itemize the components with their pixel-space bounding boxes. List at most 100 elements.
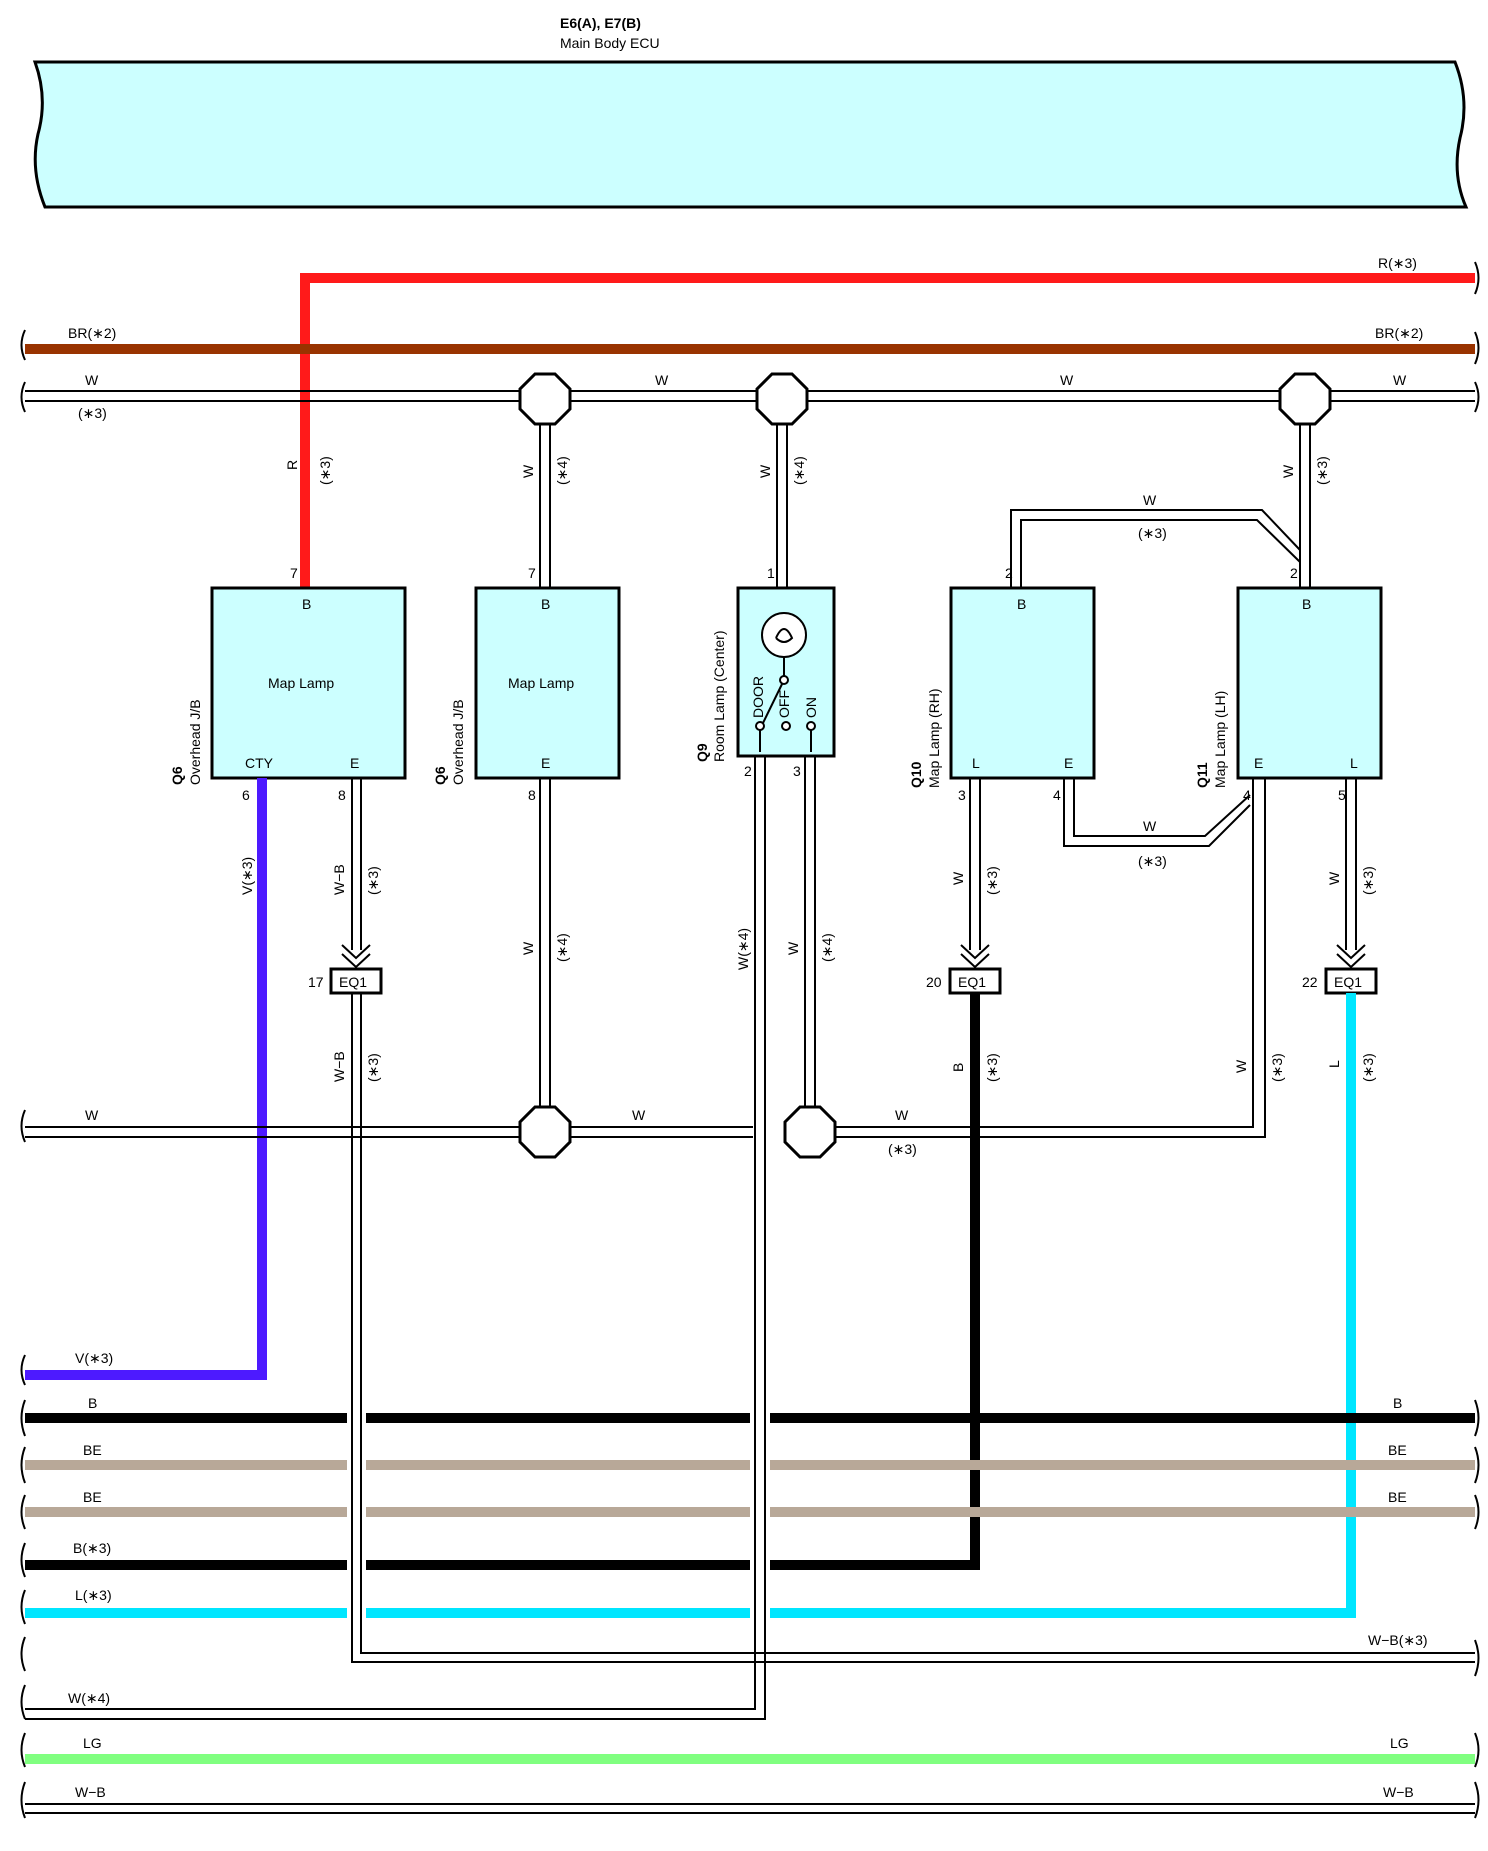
label-lg-left: LG: [83, 1735, 102, 1751]
eq1-connector-22: [1324, 967, 1378, 995]
junction-top-2: [755, 372, 809, 426]
q9-switch-door: DOOR: [750, 676, 766, 718]
q11-pin-e: E: [1254, 755, 1263, 771]
q11-num-l: 5: [1338, 787, 1346, 803]
wire-w-q6b-e: [539, 778, 551, 1118]
q6a-num-top: 7: [290, 565, 298, 581]
label-l-vertical: L: [1326, 1060, 1342, 1068]
label-star3-b-vertical: (∗3): [984, 1053, 1000, 1082]
q6-map-lamp-b: [474, 586, 621, 780]
label-b-right: B: [1393, 1395, 1402, 1411]
q6b-num-e: 8: [528, 787, 536, 803]
eq1-connector-20: [948, 967, 1002, 995]
label-w-drop-2: W: [757, 464, 773, 478]
q6b-num-top: 7: [528, 565, 536, 581]
label-star4-drop-1: (∗4): [554, 456, 570, 485]
wire-wb3-down: [351, 993, 1475, 1663]
w-drops-top: [539, 396, 1311, 588]
label-star4-q9-3: (∗4): [819, 933, 835, 962]
q6b-label: Map Lamp: [508, 675, 574, 691]
wire-wb-bottom: [25, 1803, 1475, 1814]
q9-switch-on: ON: [803, 697, 819, 718]
junction-mid-1: [518, 1105, 572, 1159]
eq1-pin-17: 17: [308, 974, 324, 990]
q11-id: Q11: [1194, 762, 1210, 788]
label-w-q11-e: W: [1233, 1059, 1249, 1073]
wire-w-q10-l: [960, 778, 990, 969]
label-w-q11-l: W: [1326, 871, 1342, 885]
label-wb-q6a: W−B: [331, 864, 347, 895]
q10-name: Map Lamp (RH): [926, 688, 942, 788]
label-w-top-3: W: [1060, 372, 1074, 388]
q6b-id: Q6: [432, 766, 448, 785]
label-star3-down: (∗3): [365, 1053, 381, 1082]
q9-filament-icon: [775, 628, 794, 643]
break-marks: [20, 261, 1480, 1819]
main-body-ecu-block: [32, 60, 1469, 209]
label-w-drop-3: W: [1280, 464, 1296, 478]
label-be1-left: BE: [83, 1442, 102, 1458]
q11-pin-l: L: [1350, 755, 1358, 771]
junction-mid-2: [783, 1105, 837, 1159]
eq1-pin-22: 22: [1302, 974, 1318, 990]
q9-num-top: 1: [767, 565, 775, 581]
label-w4-q9: W(∗4): [735, 928, 751, 970]
eq1-label-20: EQ1: [958, 974, 986, 990]
q10-id: Q10: [908, 761, 924, 788]
q6-map-lamp-a: [210, 586, 407, 780]
q6a-label: Map Lamp: [268, 675, 334, 691]
label-w-top-4: W: [1393, 372, 1407, 388]
wire-r3-top: [300, 273, 1475, 600]
label-w-top-2: W: [655, 372, 669, 388]
label-star4-q6b-e: (∗4): [554, 933, 570, 962]
label-w-q10-branch: W: [1143, 492, 1157, 508]
junction-top-1: [518, 372, 572, 426]
label-w-q10-e: W: [1143, 818, 1157, 834]
label-star3-q11-e: (∗3): [1269, 1053, 1285, 1082]
q10-pin-l: L: [972, 755, 980, 771]
label-v3-bottom: V(∗3): [75, 1350, 113, 1366]
label-w-mid-1: W: [85, 1107, 99, 1123]
q11-num-top: 2: [1290, 565, 1298, 581]
q9-bulb-icon: [761, 612, 807, 658]
label-star3-l-vertical: (∗3): [1360, 1053, 1376, 1082]
label-w-q9-3: W: [785, 941, 801, 955]
label-w-star3-top: (∗3): [78, 405, 107, 421]
q6a-name: Overhead J/B: [187, 699, 203, 785]
q9-switch-icon: [755, 657, 816, 752]
label-be2-left: BE: [83, 1489, 102, 1505]
label-b3-left: B(∗3): [73, 1540, 111, 1556]
wire-b3: [25, 993, 980, 1570]
q11-pin-b: B: [1302, 596, 1311, 612]
q6a-id: Q6: [169, 766, 185, 785]
label-wb3-right: W−B(∗3): [1368, 1632, 1428, 1648]
ecu-name-label: Main Body ECU: [560, 35, 660, 51]
label-v3-vertical: V(∗3): [239, 857, 255, 895]
label-star3-q6a: (∗3): [365, 866, 381, 895]
label-b-vertical: B: [950, 1063, 966, 1072]
label-l3-bottom: L(∗3): [75, 1587, 112, 1603]
label-star3-mid: (∗3): [888, 1141, 917, 1157]
ecu-connector-label: E6(A), E7(B): [560, 15, 641, 31]
label-star3-q11-l: (∗3): [1360, 866, 1376, 895]
label-w-drop-1: W: [520, 464, 536, 478]
label-r3-top: R(∗3): [1378, 255, 1417, 271]
label-star4-drop-2: (∗4): [791, 456, 807, 485]
q9-num-right: 3: [793, 763, 801, 779]
junction-top-3: [1278, 372, 1332, 426]
label-w-mid-3: W: [895, 1107, 909, 1123]
label-be1-right: BE: [1388, 1442, 1407, 1458]
q6a-num-e: 8: [338, 787, 346, 803]
q10-num-l: 3: [958, 787, 966, 803]
label-star3-drop-3: (∗3): [1314, 456, 1330, 485]
label-star3-q10-branch: (∗3): [1138, 525, 1167, 541]
wire-w-mid: [25, 778, 1266, 1138]
label-be2-right: BE: [1388, 1489, 1407, 1505]
label-wb-down: W−B: [331, 1051, 347, 1082]
label-w-q6b-e: W: [520, 941, 536, 955]
crossing-redraw: [351, 1405, 766, 1630]
eq1-pin-20: 20: [926, 974, 942, 990]
q9-num-left: 2: [744, 763, 752, 779]
label-w-mid-2: W: [632, 1107, 646, 1123]
q6b-pin-b: B: [541, 596, 550, 612]
